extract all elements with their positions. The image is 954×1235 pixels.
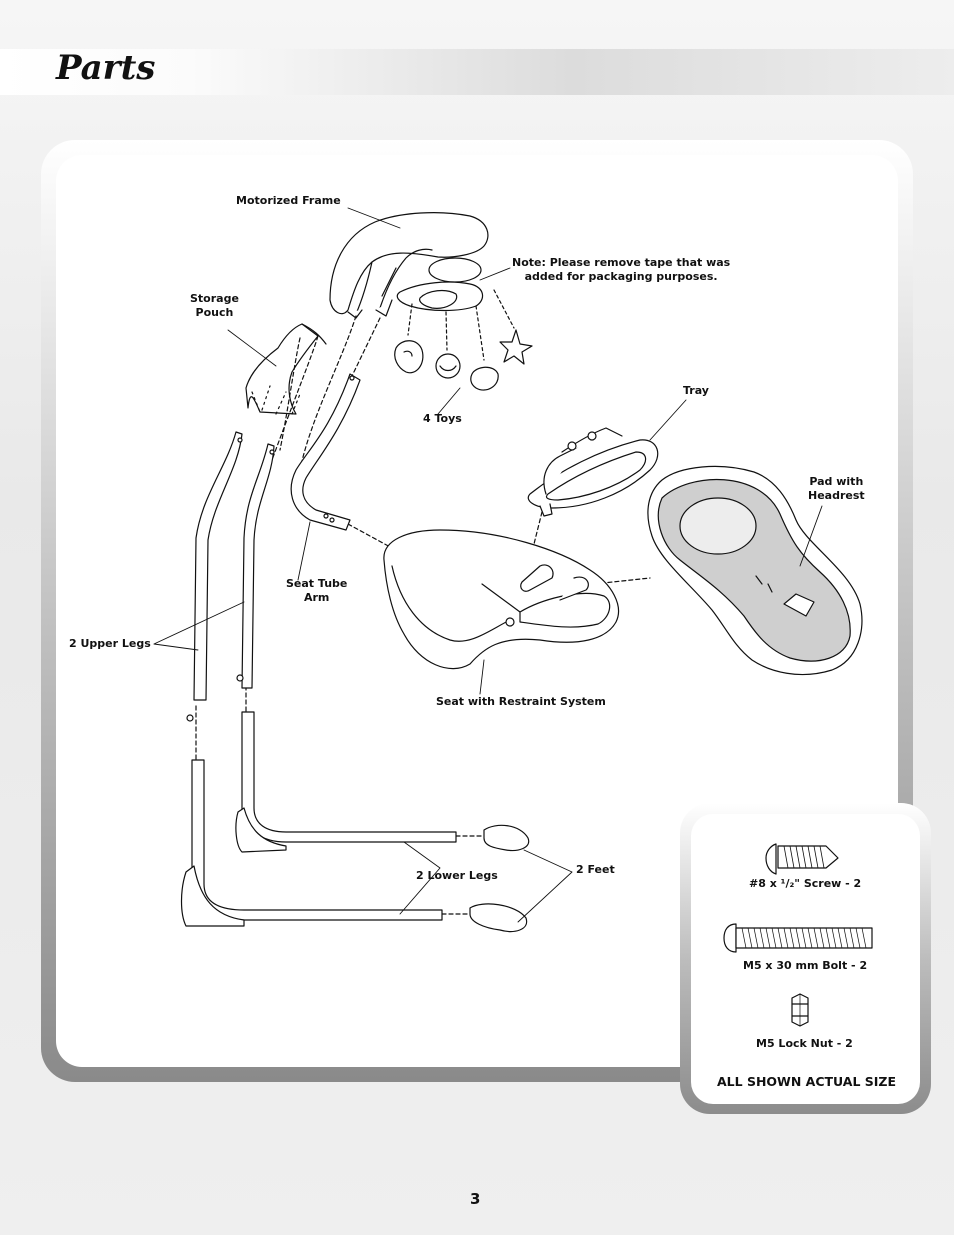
lower-legs-drawing: [180, 711, 457, 927]
hardware-footer: ALL SHOWN ACTUAL SIZE: [717, 1074, 897, 1089]
label-storage-pouch: Storage Pouch: [190, 292, 239, 319]
motorized-frame-drawing: [329, 212, 489, 319]
leader-lines: [153, 207, 823, 923]
label-upper-legs: 2 Upper Legs: [69, 637, 151, 650]
label-feet: 2 Feet: [576, 863, 615, 876]
label-bolt: M5 x 30 mm Bolt - 2: [743, 959, 868, 972]
page-number: 3: [470, 1190, 481, 1208]
label-lower-legs: 2 Lower Legs: [416, 869, 498, 882]
label-note: Note: Please remove tape that was added …: [512, 256, 731, 283]
screw-drawing: [765, 843, 839, 875]
upper-legs-drawing: [186, 431, 275, 722]
pad-drawing: [647, 465, 863, 676]
title-band: [0, 49, 954, 95]
tray-drawing: [527, 427, 659, 517]
toys-drawing: [394, 329, 533, 391]
nut-drawing: [791, 993, 809, 1027]
bolt-drawing: [723, 923, 873, 953]
label-nut: M5 Lock Nut - 2: [756, 1037, 853, 1050]
label-pad: Pad with Headrest: [808, 475, 865, 502]
toy-strings: [407, 289, 515, 361]
label-tray: Tray: [683, 384, 709, 397]
label-motorized-frame: Motorized Frame: [236, 194, 341, 207]
seat-drawing: [383, 529, 620, 670]
label-seat: Seat with Restraint System: [436, 695, 606, 708]
feet-drawing: [469, 824, 530, 933]
seat-tube-arm-drawing: [290, 373, 361, 531]
label-seat-tube-arm: Seat Tube Arm: [286, 577, 348, 604]
label-screw: #8 x ¹/₂" Screw - 2: [749, 877, 862, 890]
storage-pouch-drawing: [245, 323, 327, 415]
label-toys: 4 Toys: [423, 412, 462, 425]
page-title: Parts: [56, 48, 156, 88]
